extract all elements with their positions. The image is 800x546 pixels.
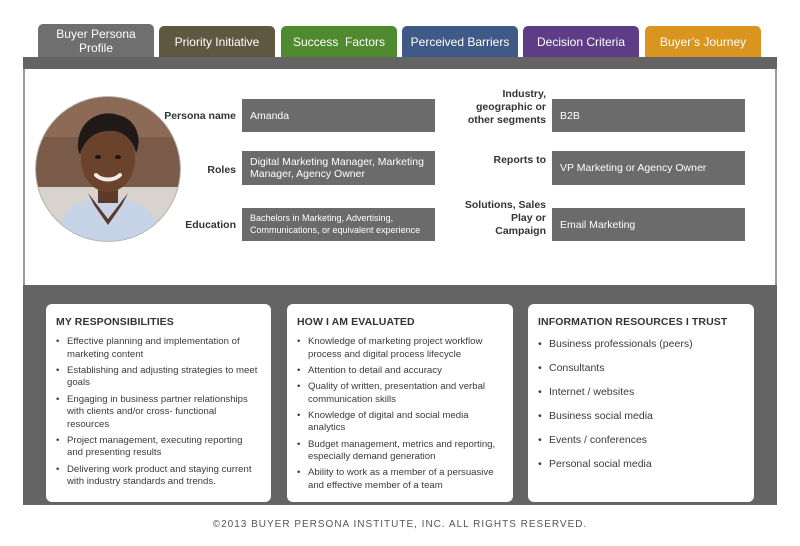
tab-label-line2: Profile bbox=[78, 41, 113, 55]
list-item: Project management, executing reporting … bbox=[56, 435, 261, 460]
list-item: Quality of written, presentation and ver… bbox=[297, 381, 503, 406]
persona-name-field: Amanda bbox=[242, 99, 435, 132]
evaluated-card: HOW I AM EVALUATED Knowledge of marketin… bbox=[287, 304, 513, 502]
tab-label: Priority Initiative bbox=[174, 35, 260, 49]
reports-to-field: VP Marketing or Agency Owner bbox=[552, 151, 745, 185]
tab-decision-criteria[interactable]: Decision Criteria bbox=[523, 26, 639, 58]
education-label: Education bbox=[185, 219, 236, 231]
industry-label: Industry, geographic or other segments bbox=[467, 88, 546, 126]
list-item: Engaging in business partner relationshi… bbox=[56, 394, 261, 432]
industry-field: B2B bbox=[552, 99, 745, 132]
persona-name-label: Persona name bbox=[164, 110, 236, 122]
list-item: Internet / websites bbox=[538, 386, 744, 399]
solutions-label: Solutions, Sales Play or Campaign bbox=[464, 199, 546, 237]
tab-buyers-journey[interactable]: Buyer’s Journey bbox=[645, 26, 761, 58]
evaluated-title: HOW I AM EVALUATED bbox=[297, 316, 415, 328]
resources-list: Business professionals (peers) Consultan… bbox=[538, 338, 744, 471]
responsibilities-title: MY RESPONSIBILITIES bbox=[56, 316, 174, 328]
tab-success-factors[interactable]: Success Factors bbox=[281, 26, 397, 58]
resources-title: INFORMATION RESOURCES I TRUST bbox=[538, 316, 728, 328]
tab-label: Success Factors bbox=[292, 35, 386, 49]
tab-label: Decision Criteria bbox=[536, 35, 626, 49]
roles-field: Digital Marketing Manager, Marketing Man… bbox=[242, 151, 435, 185]
responsibilities-card: MY RESPONSIBILITIES Effective planning a… bbox=[46, 304, 271, 502]
list-item: Business professionals (peers) bbox=[538, 338, 744, 351]
list-item: Delivering work product and staying curr… bbox=[56, 464, 261, 489]
reports-to-label: Reports to bbox=[493, 154, 547, 166]
responsibilities-list: Effective planning and implementation of… bbox=[56, 336, 261, 489]
copyright-footer: ©2013 BUYER PERSONA INSTITUTE, INC. ALL … bbox=[212, 519, 588, 530]
tab-label: Perceived Barriers bbox=[410, 35, 510, 49]
resources-card: INFORMATION RESOURCES I TRUST Business p… bbox=[528, 304, 754, 502]
tab-label: Buyer’s Journey bbox=[659, 35, 747, 49]
roles-label: Roles bbox=[207, 164, 236, 176]
list-item: Events / conferences bbox=[538, 434, 744, 447]
list-item: Budget management, metrics and reporting… bbox=[297, 439, 503, 464]
list-item: Ability to work as a member of a persuas… bbox=[297, 467, 503, 492]
list-item: Personal social media bbox=[538, 458, 744, 471]
list-item: Establishing and adjusting strategies to… bbox=[56, 365, 261, 390]
evaluated-list: Knowledge of marketing project workflow … bbox=[297, 336, 503, 492]
tab-priority-initiative[interactable]: Priority Initiative bbox=[159, 26, 275, 58]
solutions-field: Email Marketing bbox=[552, 208, 745, 241]
list-item: Business social media bbox=[538, 410, 744, 423]
list-item: Knowledge of marketing project workflow … bbox=[297, 336, 503, 361]
list-item: Effective planning and implementation of… bbox=[56, 336, 261, 361]
content-frame-top-bar bbox=[23, 57, 777, 69]
education-field: Bachelors in Marketing, Advertising, Com… bbox=[242, 208, 435, 241]
list-item: Knowledge of digital and social media an… bbox=[297, 410, 503, 435]
tab-buyer-persona-profile[interactable]: Buyer Persona Profile bbox=[38, 24, 154, 58]
tab-perceived-barriers[interactable]: Perceived Barriers bbox=[402, 26, 518, 58]
tab-label-line1: Buyer Persona bbox=[56, 27, 136, 41]
list-item: Attention to detail and accuracy bbox=[297, 365, 503, 378]
list-item: Consultants bbox=[538, 362, 744, 375]
